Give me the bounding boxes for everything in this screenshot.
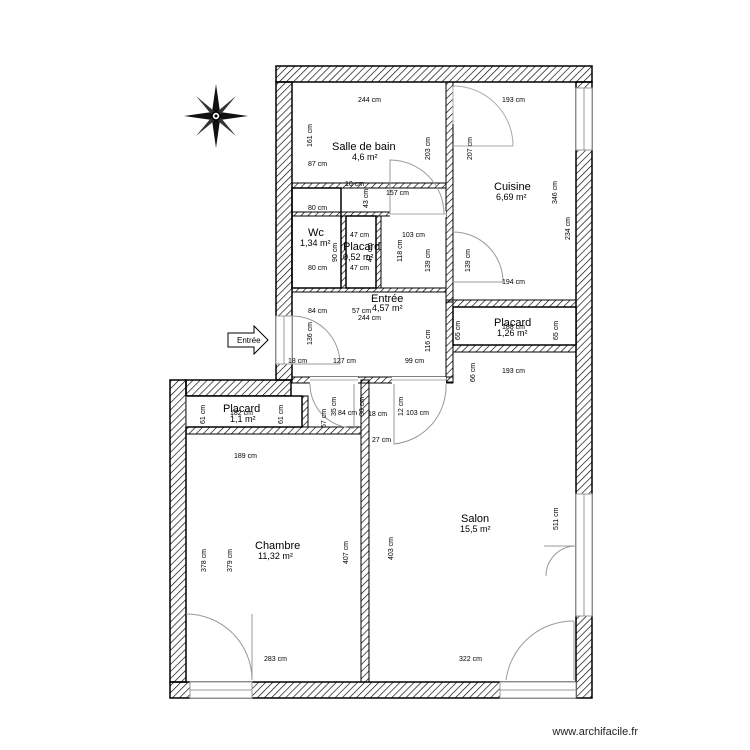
- dimension-labels: 244 cm 161 cm 87 cm 203 cm 10 cm 43 cm 1…: [200, 97, 572, 663]
- outer-walls: [169, 65, 593, 699]
- bedroom-area: 11,32 m²: [258, 551, 293, 561]
- dim-label: 61 cm: [200, 405, 207, 424]
- dim-label: 283 cm: [264, 656, 287, 663]
- dim-label: 99 cm: [405, 358, 424, 365]
- entry-arrow-label: Entrée: [237, 336, 261, 345]
- dim-label: 188 cm: [502, 324, 525, 331]
- dim-label: 511 cm: [553, 507, 560, 530]
- dim-label: 379 cm: [227, 549, 234, 572]
- bedroom-name: Chambre: [255, 540, 300, 552]
- dim-label: 182 cm: [230, 410, 253, 417]
- dim-label: 118 cm: [397, 239, 404, 262]
- compass-rose-icon: [184, 84, 248, 148]
- dim-label: 244 cm: [358, 315, 381, 322]
- kitchen-area: 6,69 m²: [496, 192, 527, 202]
- entry-area: 4,57 m²: [372, 303, 403, 313]
- placard-small-area: 0,52 m²: [343, 252, 374, 262]
- dim-label: 66 cm: [470, 363, 477, 382]
- dim-label: 161 cm: [307, 124, 314, 147]
- bath-area: 4,6 m²: [352, 152, 378, 162]
- dim-label: 234 cm: [565, 217, 572, 240]
- dim-label: 322 cm: [459, 656, 482, 663]
- dim-label: 43 cm: [363, 189, 370, 208]
- dim-label: 30 cm: [359, 397, 366, 416]
- dim-label: 84 cm: [308, 308, 327, 315]
- dim-label: 378 cm: [201, 549, 208, 572]
- dim-label: 80 cm: [308, 265, 327, 272]
- dim-label: 80 cm: [308, 205, 327, 212]
- dim-label: 407 cm: [343, 541, 350, 564]
- placard-left-name: Placard: [223, 403, 260, 415]
- dim-label: 157 cm: [386, 190, 409, 197]
- entry-name: Entrée: [371, 293, 403, 305]
- dim-label: 103 cm: [406, 410, 429, 417]
- placard-left-area: 1,1 m²: [230, 414, 256, 424]
- living-name: Salon: [461, 513, 489, 525]
- dim-label: 47 cm: [350, 265, 369, 272]
- dim-label: 244 cm: [358, 97, 381, 104]
- wc-name: Wc: [308, 227, 324, 239]
- windows: [189, 87, 593, 699]
- dim-label: 103 cm: [402, 232, 425, 239]
- placard-small-name: Placard: [343, 241, 380, 253]
- dim-label: 127 cm: [333, 358, 356, 365]
- dim-label: 57 cm: [352, 308, 371, 315]
- dim-label: 193 cm: [502, 368, 525, 375]
- dim-label: 47 cm: [350, 232, 369, 239]
- dim-label: 27 cm: [372, 437, 391, 444]
- dim-label: 139 cm: [425, 249, 432, 272]
- dim-label: 12 cm: [398, 397, 405, 416]
- dim-label: 47 cm: [367, 243, 374, 262]
- dim-label: 18 cm: [288, 358, 307, 365]
- dim-label: 67 cm: [321, 409, 328, 428]
- dim-label: 403 cm: [388, 537, 395, 560]
- entry-arrow: Entrée: [227, 324, 269, 356]
- dim-label: 90 cm: [332, 243, 339, 262]
- wc-area: 1,34 m²: [300, 238, 331, 248]
- dim-label: 203 cm: [425, 137, 432, 160]
- dim-label: 189 cm: [234, 453, 257, 460]
- dim-label: 194 cm: [502, 279, 525, 286]
- placards: [185, 187, 577, 428]
- dim-label: 84 cm: [338, 410, 357, 417]
- doors: [185, 85, 577, 681]
- dim-label: 207 cm: [467, 137, 474, 160]
- kitchen-name: Cuisine: [494, 181, 531, 193]
- dim-label: 346 cm: [552, 181, 559, 204]
- placard-right-name: Placard: [494, 317, 531, 329]
- dim-label: 18 cm: [368, 411, 387, 418]
- dim-label: 10 cm: [345, 181, 364, 188]
- bath-name: Salle de bain: [332, 141, 396, 153]
- dim-label: 139 cm: [465, 249, 472, 272]
- dim-label: 61 cm: [278, 405, 285, 424]
- dim-label: 65 cm: [553, 321, 560, 340]
- dim-label: 35 cm: [331, 397, 338, 416]
- placard-right-area: 1,26 m²: [497, 328, 528, 338]
- dim-label: 116 cm: [425, 329, 432, 352]
- dim-label: 65 cm: [455, 321, 462, 340]
- room-labels: Salle de bain 4,6 m² Wc 1,34 m² Placard …: [223, 141, 531, 561]
- dim-label: 136 cm: [307, 322, 314, 345]
- living-area: 15,5 m²: [460, 524, 491, 534]
- dim-label: 193 cm: [502, 97, 525, 104]
- dim-label: 87 cm: [308, 161, 327, 168]
- watermark: www.archifacile.fr: [552, 726, 638, 738]
